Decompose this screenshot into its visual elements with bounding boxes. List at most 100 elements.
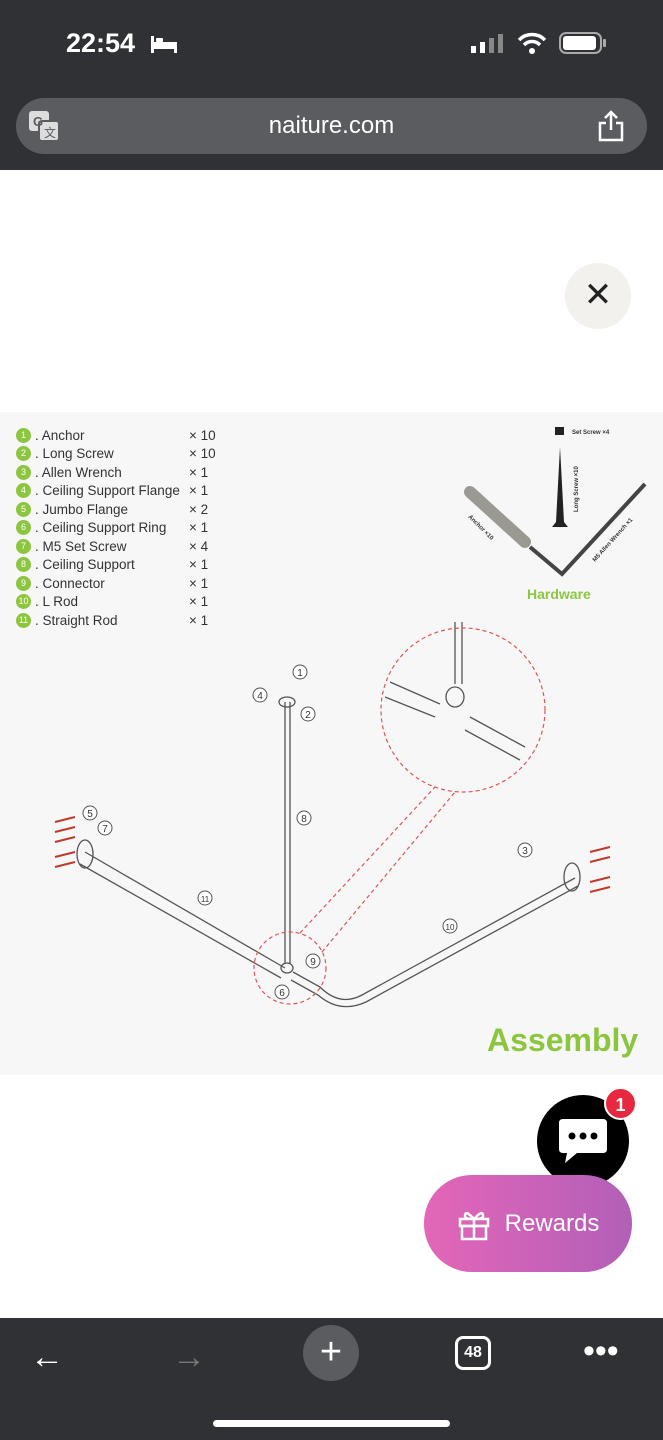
part-number: 7	[16, 538, 31, 554]
callout-number: 6	[279, 988, 285, 999]
callout-number: 4	[257, 691, 263, 702]
rewards-button[interactable]: Rewards	[424, 1175, 632, 1272]
part-row: 5. Jumbo Flange× 2	[16, 500, 226, 519]
chat-unread-badge: 1	[604, 1087, 637, 1120]
part-name: . L Rod	[35, 594, 79, 610]
chat-button[interactable]	[537, 1095, 629, 1187]
part-number: 2	[16, 446, 31, 462]
ceiling-flange	[278, 696, 296, 708]
url-text[interactable]: naiture.com	[268, 112, 395, 139]
anchor-icon	[464, 486, 531, 548]
part-name: . Anchor	[35, 427, 85, 443]
forward-icon[interactable]: →	[172, 1338, 206, 1376]
close-icon: ✕	[583, 276, 613, 314]
assembly-title: Assembly	[487, 1022, 639, 1058]
part-row: 10. L Rod × 1	[16, 593, 226, 612]
part-qty: × 1	[189, 483, 209, 499]
part-name: . M5 Set Screw	[35, 538, 127, 554]
diagram-drawing: Set Screw ×4 Long Screw ×10 Anchor ×10 M…	[54, 427, 647, 1008]
ceiling-support	[284, 702, 291, 964]
share-icon[interactable]	[597, 110, 625, 142]
callout-circle	[82, 805, 98, 821]
chat-bubble-icon	[559, 1119, 607, 1163]
part-number: 6	[16, 520, 31, 536]
callout-number: 10	[446, 923, 455, 932]
part-qty: × 4	[189, 538, 209, 554]
straight-rod	[79, 851, 286, 979]
part-number: 5	[16, 501, 31, 517]
callout-circle	[517, 842, 533, 858]
part-name: . Ceiling Support Flange	[35, 483, 180, 499]
callout-number: 5	[87, 809, 93, 820]
browser-toolbar: ← → + 48 •••	[0, 1318, 663, 1440]
part-qty: × 1	[189, 557, 209, 573]
part-name: . Straight Rod	[35, 612, 118, 628]
rewards-label: Rewards	[504, 1209, 600, 1237]
part-qty: × 1	[189, 520, 209, 536]
part-number: 9	[16, 575, 31, 591]
part-number: 4	[16, 483, 31, 499]
part-row: 8. Ceiling Support× 1	[16, 556, 226, 575]
part-qty: × 1	[189, 612, 209, 628]
part-name: . Ceiling Support Ring	[35, 520, 167, 536]
callout-circle	[300, 706, 316, 722]
rods	[76, 622, 581, 1008]
callout-number: 3	[522, 846, 528, 857]
part-qty: × 1	[189, 594, 209, 610]
part-row: 9. Connector× 1	[16, 574, 226, 593]
part-row: 6. Ceiling Support Ring × 1	[16, 519, 226, 538]
cellular-signal-icon	[471, 34, 503, 53]
right-flange	[563, 862, 581, 892]
detail-parts	[384, 622, 526, 761]
tabs-button[interactable]: 48	[455, 1336, 491, 1370]
part-row: 1. Anchor× 10	[16, 426, 226, 445]
long-screw-icon	[552, 447, 568, 527]
allen-wrench-icon	[528, 482, 647, 577]
callout-number: 11	[201, 895, 210, 904]
part-qty: × 10	[189, 446, 216, 462]
detail-callout	[253, 627, 546, 1005]
part-number: 8	[16, 557, 31, 573]
callout-circle	[252, 687, 268, 703]
part-number: 10	[16, 594, 31, 610]
wifi-icon	[517, 32, 547, 54]
l-rod	[290, 877, 579, 1008]
gift-icon	[458, 1211, 489, 1240]
part-row: 2. Long Screw× 10	[16, 445, 226, 464]
battery-icon	[559, 32, 606, 54]
wall-marks	[54, 816, 611, 893]
callout-number: 9	[310, 957, 316, 968]
clock: 22:54	[66, 28, 136, 58]
set-screw-label: Set Screw ×4	[572, 430, 610, 436]
svg-text:文: 文	[44, 125, 56, 140]
back-icon[interactable]: ←	[30, 1338, 64, 1376]
translate-icon[interactable]: G文	[28, 110, 60, 142]
wrench-label: M5 Allen Wrench ×1	[592, 517, 635, 564]
part-row: 3. Allen Wrench × 1	[16, 463, 226, 482]
long-screw-label: Long Screw ×10	[574, 465, 580, 512]
callout-number: 7	[102, 824, 108, 835]
part-number: 3	[16, 464, 31, 480]
part-name: . Connector	[35, 575, 105, 591]
close-button[interactable]: ✕	[565, 263, 631, 329]
part-row: 7. M5 Set Screw × 4	[16, 537, 226, 556]
part-row: 4. Ceiling Support Flange × 1	[16, 482, 226, 501]
support-ring	[280, 962, 294, 974]
part-name: . Allen Wrench	[35, 464, 122, 480]
svg-text:G: G	[33, 114, 43, 129]
part-name: . Jumbo Flange	[35, 501, 129, 517]
more-menu-icon[interactable]: •••	[583, 1332, 619, 1370]
callout-circle	[296, 810, 312, 826]
new-tab-button[interactable]: +	[303, 1325, 359, 1381]
callout-number: 2	[305, 710, 311, 721]
part-number: 1	[16, 427, 31, 443]
part-qty: × 1	[189, 464, 209, 480]
part-row: 11. Straight Rod× 1	[16, 611, 226, 630]
set-screw-icon	[555, 427, 564, 435]
home-indicator	[213, 1420, 450, 1427]
